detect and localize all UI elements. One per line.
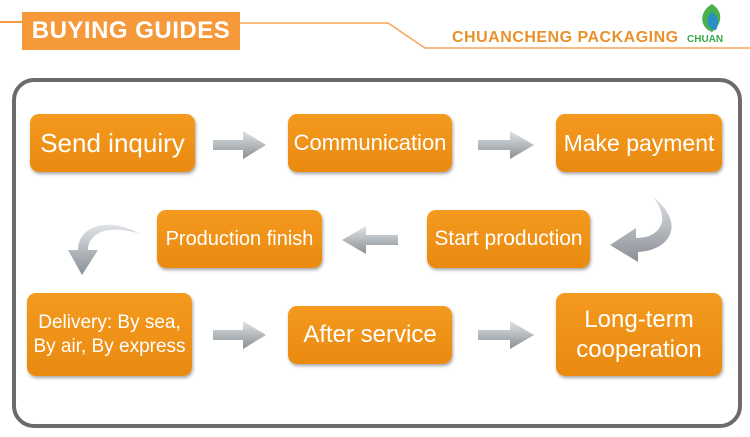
step-start-production: Start production [427, 210, 590, 268]
long-term-line-2: cooperation [576, 335, 702, 363]
step-delivery: Delivery: By sea, By air, By express [27, 293, 192, 376]
step-communication: Communication [288, 114, 452, 172]
page-title: BUYING GUIDES [22, 12, 240, 50]
step-production-finish: Production finish [157, 210, 322, 268]
brand-name: CHUANCHENG PACKAGING [452, 29, 679, 46]
curved-arrow-down-left-icon [68, 224, 140, 275]
long-term-line-1: Long-term [584, 305, 694, 333]
arrow-left-icon [342, 226, 398, 254]
step-after-service: After service [288, 306, 452, 364]
step-send-inquiry: Send inquiry [30, 114, 195, 172]
logo: CHUAN [687, 34, 724, 45]
delivery-line-1: Delivery: By sea, [38, 311, 181, 333]
step-long-term-cooperation: Long-term cooperation [556, 293, 722, 376]
curved-arrow-down-left-icon [610, 196, 672, 262]
arrow-right-icon [478, 321, 534, 349]
logo-leaf-icon [702, 4, 721, 32]
process-frame [12, 78, 742, 428]
arrow-right-icon [213, 131, 266, 159]
delivery-line-2: By air, By express [33, 335, 186, 357]
arrow-right-icon [213, 321, 266, 349]
step-make-payment: Make payment [556, 114, 722, 172]
arrow-right-icon [478, 131, 534, 159]
